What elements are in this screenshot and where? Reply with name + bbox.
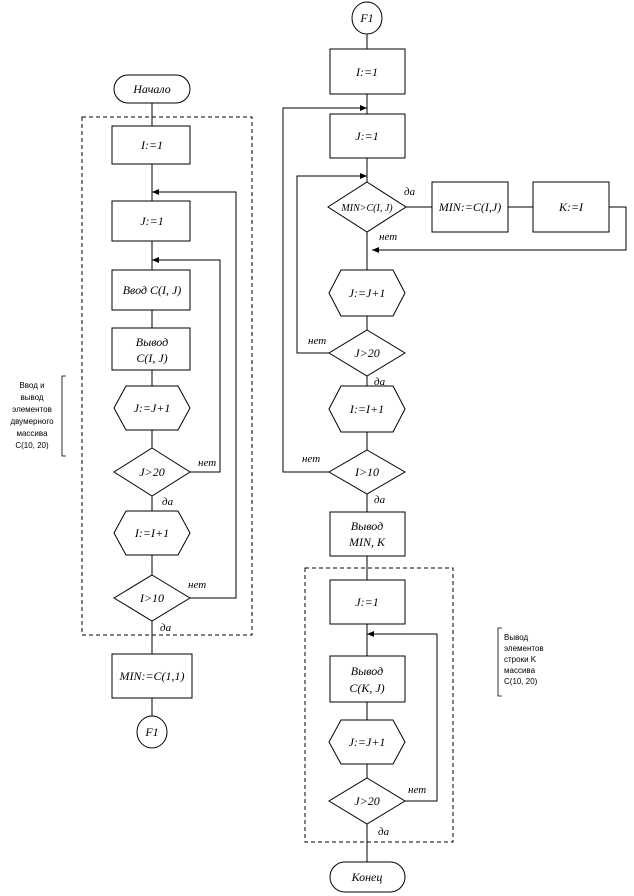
process-i-init <box>111 125 191 165</box>
increment-label: J:=J+1 <box>134 401 171 415</box>
note-line: массива <box>16 429 48 438</box>
process-j-init-output <box>329 579 406 625</box>
loop-j-increment <box>113 385 191 431</box>
loop-i-increment <box>328 385 406 433</box>
edge-yes: да <box>404 186 416 198</box>
connector-label: F1 <box>144 725 158 739</box>
output-label-line1: Вывод <box>351 664 383 678</box>
process-label: MIN:=C(1,1) <box>118 669 184 683</box>
connector-f1-in <box>351 1 383 35</box>
edge-yes: да <box>374 376 386 388</box>
condition-min <box>327 181 407 233</box>
condition-j <box>328 329 406 377</box>
process-k-assign <box>532 181 610 233</box>
loop-i-arrow <box>282 105 367 473</box>
edge-no: нет <box>379 231 397 243</box>
condition-label: MIN>C(I, J) <box>340 203 393 214</box>
condition-i <box>113 574 191 622</box>
merge-arrow <box>372 206 627 253</box>
note-line: C(10, 20) <box>504 677 538 686</box>
input-label: Ввод C(I, J) <box>123 283 182 297</box>
note-line: Вывод <box>504 633 529 642</box>
loop-output-arrow <box>367 631 438 802</box>
output-block <box>111 327 191 371</box>
note-line: Ввод и <box>19 381 44 390</box>
loop-j-increment <box>328 269 406 317</box>
note-line: элементов <box>504 644 544 653</box>
process-label: J:=1 <box>355 595 378 609</box>
input-output-group <box>81 116 253 636</box>
process-i-init <box>329 48 406 95</box>
condition-i <box>328 449 406 495</box>
output-min-k <box>329 511 406 557</box>
edge-yes: да <box>160 622 172 634</box>
output-row-block <box>329 655 406 703</box>
end-label: Конец <box>351 870 383 884</box>
loop-i-increment <box>113 510 191 556</box>
increment-label: J:=J+1 <box>349 735 386 749</box>
increment-label: J:=J+1 <box>349 286 386 300</box>
edge-no: нет <box>302 453 320 465</box>
edge-yes: да <box>378 826 390 838</box>
loop-output-increment <box>328 719 406 765</box>
note-bracket <box>497 627 502 697</box>
row-output-group <box>304 567 454 843</box>
process-label: K:=I <box>558 200 584 214</box>
note-bracket <box>61 375 66 457</box>
edge-no: нет <box>198 457 216 469</box>
edge-yes: да <box>374 494 386 506</box>
process-j-init <box>329 113 406 159</box>
note-line: строки K <box>504 655 537 664</box>
note-line: массива <box>504 666 536 675</box>
output-label-line1: Вывод <box>351 519 383 533</box>
process-j-init <box>111 200 191 242</box>
edge-yes: да <box>162 496 174 508</box>
side-note-right: Вывод элементов строки K массива C(10, 2… <box>504 633 544 686</box>
process-label: J:=1 <box>140 214 163 228</box>
condition-output-j <box>328 777 406 825</box>
process-label: I:=1 <box>140 138 163 152</box>
note-line: вывод <box>20 393 43 402</box>
process-min-assign <box>431 181 509 233</box>
condition-j <box>113 447 191 497</box>
output-label-line2: MIN, K <box>348 535 386 549</box>
note-line: элементов <box>12 405 52 414</box>
connector-f1-out <box>136 715 168 749</box>
note-line: C(10, 20) <box>15 441 49 450</box>
edge-no: нет <box>308 335 326 347</box>
condition-label: I>10 <box>139 591 164 605</box>
start-label: Начало <box>132 82 171 96</box>
increment-label: I:=I+1 <box>134 526 169 540</box>
process-min-init <box>111 653 193 699</box>
increment-label: I:=I+1 <box>349 402 384 416</box>
condition-label: I>10 <box>354 465 379 479</box>
start-terminal <box>113 74 191 104</box>
process-label: MIN:=C(I,J) <box>438 200 501 214</box>
process-label: J:=1 <box>355 129 378 143</box>
condition-label: J>20 <box>139 465 164 479</box>
loop-j-arrow <box>152 257 221 473</box>
edge-no: нет <box>408 784 426 796</box>
condition-label: J>20 <box>354 346 379 360</box>
output-label-line2: C(K, J) <box>349 681 384 695</box>
edge-no: нет <box>188 579 206 591</box>
end-terminal <box>329 861 406 893</box>
loop-j-arrow <box>296 173 367 354</box>
connector-label: F1 <box>359 11 373 25</box>
output-label-line1: Вывод <box>136 335 168 349</box>
input-block <box>111 269 191 311</box>
condition-label: J>20 <box>354 794 379 808</box>
note-line: двумерного <box>10 417 54 426</box>
output-label-line2: C(I, J) <box>136 351 167 365</box>
process-label: I:=1 <box>355 65 378 79</box>
loop-i-arrow <box>152 189 237 599</box>
side-note-left: Ввод и вывод элементов двумерного массив… <box>10 381 54 450</box>
